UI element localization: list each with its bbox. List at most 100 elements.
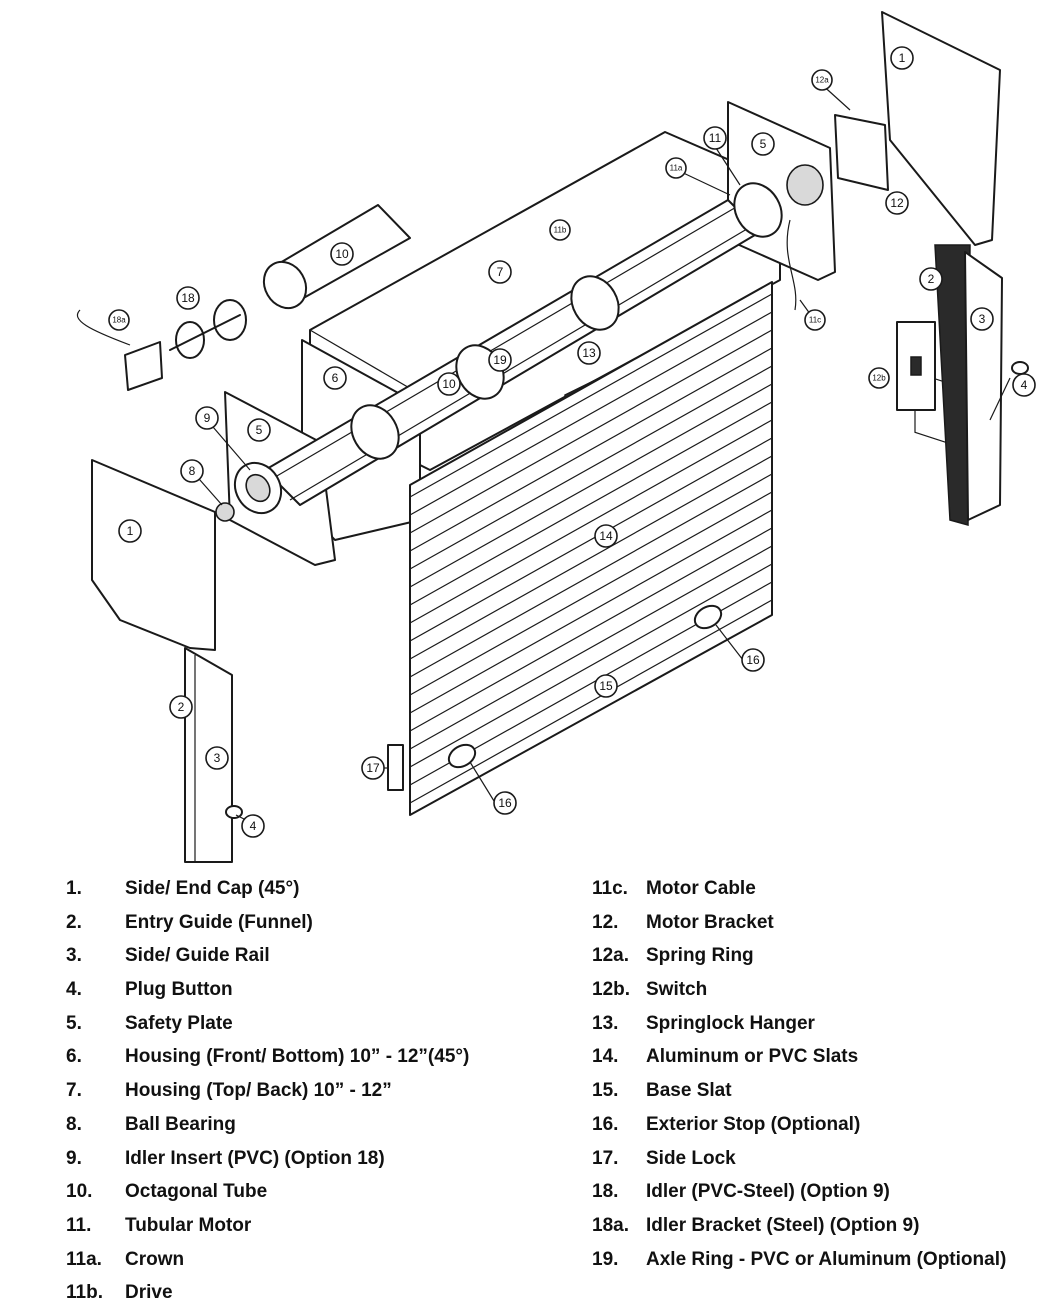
slat-line bbox=[409, 311, 773, 516]
plug-button-right bbox=[1011, 361, 1029, 375]
motor-bracket bbox=[834, 114, 889, 191]
legend-right: 11c.Motor Cable 12.Motor Bracket 12a.Spr… bbox=[592, 872, 1052, 1276]
callout-6: 6 bbox=[323, 366, 347, 390]
legend-item: 1.Side/ End Cap (45°) bbox=[66, 872, 536, 906]
legend-item: 5.Safety Plate bbox=[66, 1007, 536, 1041]
svg-text:6: 6 bbox=[332, 371, 339, 385]
plug-button-left bbox=[225, 805, 243, 819]
svg-text:11a: 11a bbox=[670, 164, 683, 173]
legend-text: Octagonal Tube bbox=[125, 1181, 268, 1203]
svg-text:11: 11 bbox=[709, 131, 722, 145]
legend-item: 10.Octagonal Tube bbox=[66, 1175, 536, 1209]
callout-3-left: 3 bbox=[205, 746, 229, 770]
callout-15: 15 bbox=[594, 674, 618, 698]
legend-item: 17.Side Lock bbox=[592, 1142, 1052, 1176]
slat-line bbox=[409, 527, 773, 732]
legend-item: 11b.Drive bbox=[66, 1276, 536, 1310]
slat-line bbox=[409, 599, 773, 804]
legend-text: Springlock Hanger bbox=[646, 1012, 815, 1034]
legend-item: 18a.Idler Bracket (Steel) (Option 9) bbox=[592, 1209, 1052, 1243]
callout-12: 12 bbox=[885, 191, 909, 215]
callout-11b: 11b bbox=[549, 219, 571, 241]
end-cap-left bbox=[91, 459, 216, 651]
svg-text:5: 5 bbox=[256, 423, 263, 437]
legend-item: 4.Plug Button bbox=[66, 973, 536, 1007]
legend-text: Plug Button bbox=[125, 979, 233, 1001]
legend-text: Crown bbox=[125, 1248, 185, 1270]
callout-10-top: 10 bbox=[330, 242, 354, 266]
tubular-motor bbox=[733, 164, 824, 311]
legend-item: 11c.Motor Cable bbox=[592, 872, 1052, 906]
legend-item: 11.Tubular Motor bbox=[66, 1209, 536, 1243]
legend-text: Switch bbox=[646, 979, 708, 1001]
legend-number: 1. bbox=[66, 878, 82, 899]
idler bbox=[169, 299, 247, 359]
svg-text:2: 2 bbox=[928, 272, 935, 286]
svg-text:19: 19 bbox=[493, 353, 507, 367]
callout-13: 13 bbox=[577, 341, 601, 365]
callout-2-left: 2 bbox=[169, 695, 193, 719]
callout-8: 8 bbox=[180, 459, 204, 483]
legend-text: Housing (Front/ Bottom) 10” - 12”(45°) bbox=[125, 1046, 470, 1068]
svg-text:3: 3 bbox=[979, 312, 986, 326]
legend-item: 9. Idler Insert (PVC) (Option 18) bbox=[66, 1142, 536, 1176]
callout-3-right: 3 bbox=[970, 307, 994, 331]
svg-text:11c: 11c bbox=[809, 316, 821, 325]
legend-number: 11b. bbox=[66, 1282, 103, 1304]
callout-4-right: 4 bbox=[1012, 373, 1036, 397]
slat-line bbox=[409, 473, 773, 678]
slat-line bbox=[409, 491, 773, 696]
idler-bracket bbox=[77, 309, 163, 391]
slat-line bbox=[409, 437, 773, 642]
callout-10-mid: 10 bbox=[437, 372, 461, 396]
legend-number: 9. bbox=[66, 1147, 82, 1169]
slat-line bbox=[409, 545, 773, 750]
legend-text: Idler Insert (PVC) (Option 18) bbox=[125, 1147, 385, 1169]
legend-number: 18a. bbox=[592, 1214, 629, 1236]
callout-12a: 12a bbox=[811, 69, 833, 91]
svg-text:7: 7 bbox=[497, 265, 504, 279]
callout-9: 9 bbox=[195, 406, 219, 430]
callout-5-right: 5 bbox=[751, 132, 775, 156]
legend-text: Side/ Guide Rail bbox=[125, 945, 270, 967]
legend-item: 11a. Crown bbox=[66, 1243, 536, 1277]
legend-text: Base Slat bbox=[646, 1080, 732, 1102]
legend-number: 11c. bbox=[592, 878, 628, 899]
legend-item: 2.Entry Guide (Funnel) bbox=[66, 906, 536, 940]
callout-14: 14 bbox=[594, 524, 618, 548]
slat-line bbox=[409, 329, 773, 534]
svg-text:17: 17 bbox=[366, 761, 380, 775]
legend-text: Housing (Top/ Back) 10” - 12” bbox=[125, 1080, 392, 1102]
legend-number: 7. bbox=[66, 1080, 82, 1102]
callout-11a: 11a bbox=[665, 157, 687, 179]
legend-text: Safety Plate bbox=[125, 1012, 233, 1034]
legend-text: Ball Bearing bbox=[125, 1113, 236, 1135]
exterior-stops bbox=[447, 604, 723, 769]
svg-text:11b: 11b bbox=[554, 226, 567, 235]
legend-number: 17. bbox=[592, 1147, 619, 1169]
svg-text:9: 9 bbox=[204, 411, 211, 425]
svg-text:1: 1 bbox=[127, 524, 134, 538]
callout-2-right: 2 bbox=[919, 267, 943, 291]
callout-18: 18 bbox=[176, 286, 200, 310]
legend-item: 8.Ball Bearing bbox=[66, 1108, 536, 1142]
legend-text: Tubular Motor bbox=[125, 1214, 252, 1236]
legend-text: Spring Ring bbox=[646, 945, 754, 967]
callout-16-right: 16 bbox=[741, 648, 765, 672]
callout-12b: 12b bbox=[868, 367, 890, 389]
legend-item: 3.Side/ Guide Rail bbox=[66, 939, 536, 973]
callout-7: 7 bbox=[488, 260, 512, 284]
legend-number: 14. bbox=[592, 1046, 619, 1068]
legend-number: 6. bbox=[66, 1046, 82, 1068]
legend-item: 14.Aluminum or PVC Slats bbox=[592, 1040, 1052, 1074]
slat-line bbox=[409, 383, 773, 588]
legend-item: 6. Housing (Front/ Bottom) 10” - 12”(45°) bbox=[66, 1040, 536, 1074]
svg-text:8: 8 bbox=[189, 464, 196, 478]
legend-number: 12. bbox=[592, 911, 619, 933]
legend-item: 7. Housing (Top/ Back) 10” - 12” bbox=[66, 1074, 536, 1108]
ball-bearing bbox=[215, 502, 235, 522]
callout-4-left: 4 bbox=[241, 814, 265, 838]
switch bbox=[896, 321, 936, 411]
legend-number: 11a. bbox=[66, 1248, 102, 1270]
svg-text:5: 5 bbox=[760, 137, 767, 151]
